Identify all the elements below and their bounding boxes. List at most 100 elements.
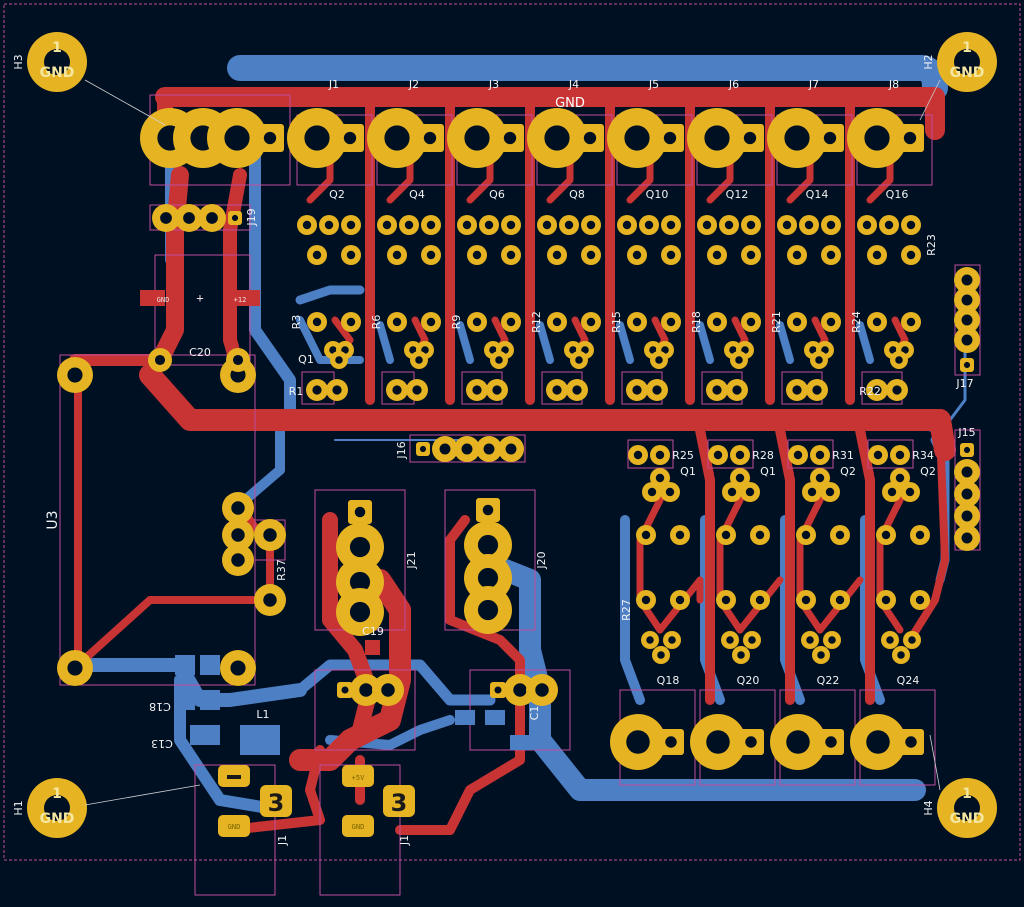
mount-hole-h1-num: 1 — [52, 786, 62, 802]
label-j15: J15 — [957, 426, 975, 439]
label-j16: J16 — [395, 441, 408, 459]
resistor-pin — [307, 312, 327, 332]
mount-hole-h1[interactable]: 1 GND H1 — [12, 778, 87, 838]
lower-q-label-q18: Q18 — [657, 674, 680, 687]
top-connector-pads — [140, 108, 924, 232]
transistor-pin — [421, 215, 441, 235]
resistor-pin — [867, 312, 887, 332]
power-jack-right[interactable]: +5V GND 3 — [342, 765, 415, 837]
transistor-pin — [802, 482, 822, 502]
j16-pin — [498, 436, 524, 462]
output-connector-pin1 — [767, 108, 827, 168]
transistor-pads — [297, 215, 921, 369]
resistor-pin — [867, 245, 887, 265]
resistor-pin — [730, 445, 750, 465]
transistor-pin — [641, 631, 659, 649]
transistor-pin — [719, 215, 739, 235]
u3-pin — [222, 519, 254, 551]
lower-q-label-q24: Q24 — [897, 674, 920, 687]
resistor-pin — [707, 245, 727, 265]
output-connector-pin2 — [736, 124, 764, 152]
transistor-pin — [801, 631, 819, 649]
smd-pads — [140, 290, 535, 755]
resistor-pin — [650, 445, 670, 465]
label-j1-a: J1 — [276, 835, 289, 846]
mount-hole-h4-num: 1 — [962, 786, 972, 802]
resistor-pin — [661, 245, 681, 265]
resistor-pin — [501, 245, 521, 265]
transistor-pin — [479, 215, 499, 235]
j15-pin — [954, 459, 980, 485]
transistor-pin — [903, 631, 921, 649]
mount-hole-h4[interactable]: 1 GND H4 — [922, 778, 997, 838]
resistor-pin — [501, 312, 521, 332]
label-r1: R1 — [289, 385, 304, 398]
power-jack-right-pin3: 3 — [391, 789, 408, 817]
resistor-pin — [661, 312, 681, 332]
connector-label-j8: J8 — [888, 78, 899, 91]
transistor-pin — [650, 351, 668, 369]
label-j1-b: J1 — [398, 835, 411, 846]
lower-q-label-q22: Q22 — [817, 674, 840, 687]
resistor-pin — [566, 379, 588, 401]
transistor-label-q2: Q2 — [329, 188, 345, 201]
resistor-pin — [670, 590, 690, 610]
lower-transistor-label-3: Q2 — [920, 465, 936, 478]
resistor-pin — [547, 312, 567, 332]
mount-hole-h3[interactable]: 1 GND H3 — [12, 32, 87, 92]
resistor-pads — [306, 245, 921, 401]
resistor-pin — [306, 379, 328, 401]
j16-pin — [476, 436, 502, 462]
j16-pin — [432, 436, 458, 462]
lower-resistor-label-r34: R34 — [912, 449, 934, 462]
lower-transistor-label-1: Q1 — [760, 465, 776, 478]
resistor-pin — [341, 312, 361, 332]
connector-label-j6: J6 — [728, 78, 739, 91]
resistor-pin — [716, 590, 736, 610]
net-label-gnd: GND — [555, 96, 585, 111]
resistor-pin — [387, 245, 407, 265]
resistor-pin — [636, 590, 656, 610]
u3-pin — [222, 492, 254, 524]
mount-hole-h2[interactable]: 1 GND H2 — [922, 32, 997, 92]
transistor-pin — [900, 482, 920, 502]
transistor-pin — [490, 351, 508, 369]
transistor-pin — [663, 631, 681, 649]
resistor-pin — [486, 379, 508, 401]
resistor-pin — [741, 312, 761, 332]
resistor-pin — [876, 590, 896, 610]
output-connector-pin2 — [496, 124, 524, 152]
transistor-pin — [799, 215, 819, 235]
resistor-pin — [830, 525, 850, 545]
mount-hole-h4-ref: H4 — [922, 800, 935, 815]
resistor-pin — [868, 445, 888, 465]
resistor-pin — [886, 379, 908, 401]
mount-hole-h2-ref: H2 — [922, 54, 935, 69]
transistor-pin — [661, 215, 681, 235]
connector-label-j4: J4 — [568, 78, 579, 91]
regulator-pin — [504, 674, 536, 706]
transistor-pin — [457, 215, 477, 235]
resistor-pin — [341, 245, 361, 265]
transistor-pin — [537, 215, 557, 235]
resistor-pin — [628, 445, 648, 465]
power-jack-right-5v: +5V — [352, 774, 365, 782]
transistor-pin — [399, 215, 419, 235]
regulator-pin — [337, 682, 353, 698]
transistor-pin — [857, 215, 877, 235]
resistor-pin — [750, 525, 770, 545]
resistor-pin — [626, 379, 648, 401]
transistor-pin — [559, 215, 579, 235]
mount-hole-h2-net: GND — [950, 65, 985, 81]
lower-transistor-label-2: Q2 — [840, 465, 856, 478]
transistor-pin — [410, 351, 428, 369]
u3-pin — [57, 650, 93, 686]
power-jack-left[interactable]: GND 3 — [218, 765, 292, 837]
output-connector-pin1 — [847, 108, 907, 168]
resistor-pin — [890, 445, 910, 465]
resistor-pin — [787, 245, 807, 265]
resistor-pin — [806, 379, 828, 401]
